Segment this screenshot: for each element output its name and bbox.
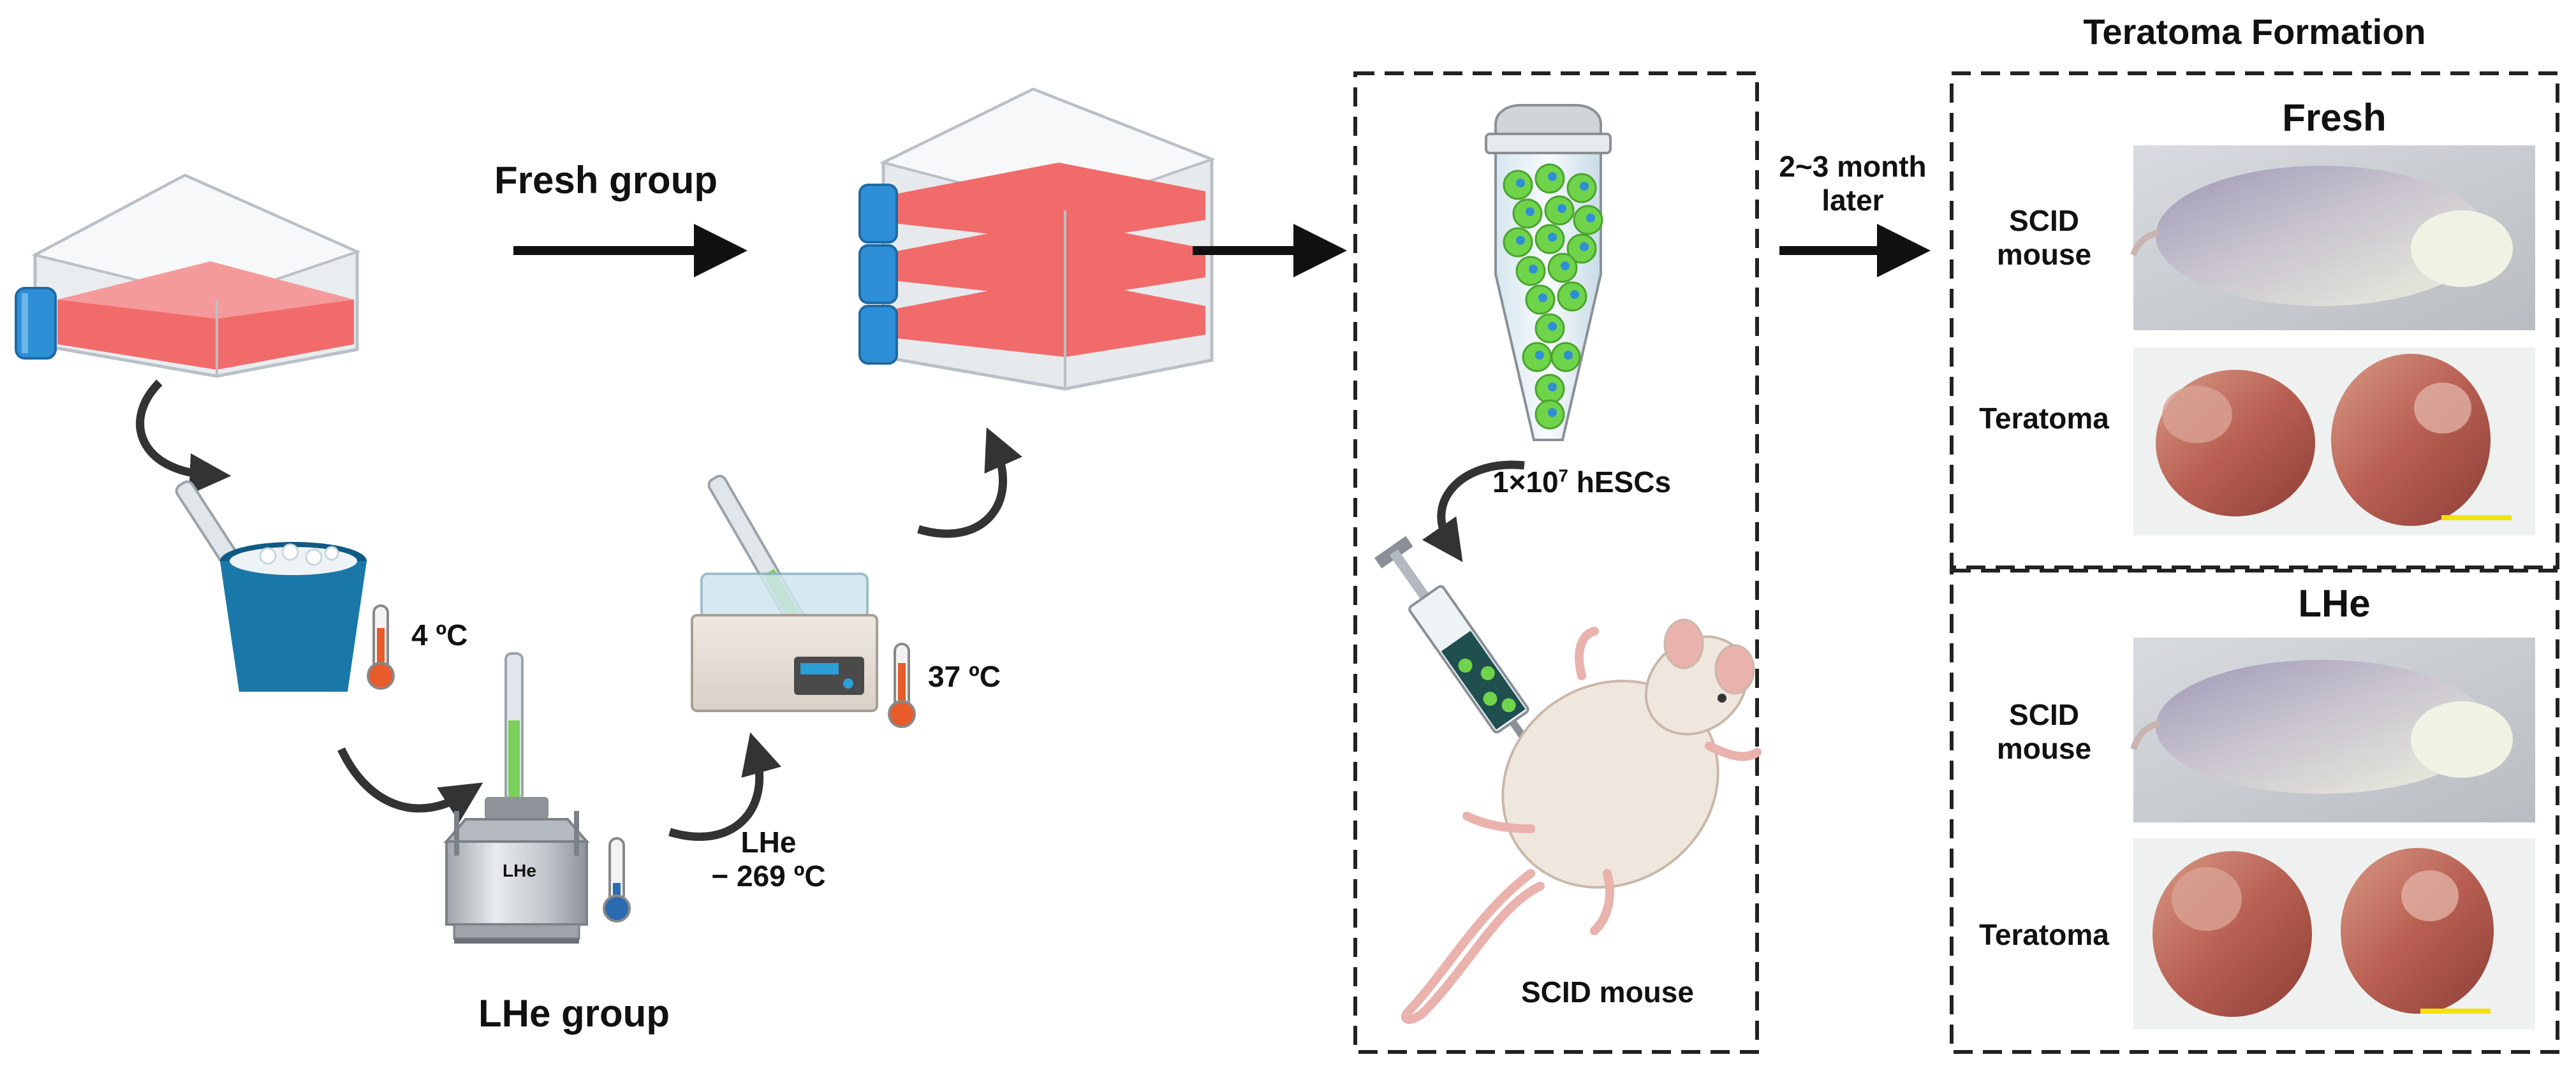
cell-nucleus [1564,351,1573,360]
cell-nucleus [1538,293,1547,302]
cell-count-label: 1×107 hESCs [1492,465,1671,499]
lhe-group-label: LHe group [478,992,670,1035]
fresh-row-scid-line1: SCID [2009,204,2079,237]
cell-nucleus [1548,233,1557,242]
time-label: 2~3 month later [1763,150,1942,217]
syringe-icon [1374,536,1556,784]
lhe-temp-value: − 269 ºC [711,859,826,893]
cell-count-exponent: 7 [1558,465,1568,486]
temp-bath-label: 37 ºC [928,660,1001,693]
time-line-1: 2~3 month [1779,150,1927,183]
cell-nucleus [1516,179,1525,187]
scid-mouse-label: SCID mouse [1521,975,1694,1009]
conical-tube-icon [1485,104,1612,441]
dewar-text: LHe [503,861,536,880]
fresh-row-teratoma-label: Teratoma [1979,402,2109,435]
temp-ice-label: 4 ºC [411,618,468,652]
lhe-row-teratoma-label: Teratoma [1979,918,2109,951]
injection-panel-frame [1353,71,1759,1054]
panel-fresh-title: Fresh [2282,96,2387,139]
fresh-group-label: Fresh group [494,159,718,201]
cell-nucleus [1548,383,1557,391]
cell-nucleus [1580,182,1589,191]
cell-nucleus [1526,207,1535,216]
water-bath-icon [691,474,878,712]
panel-lhe-title: LHe [2298,582,2371,625]
cell-nucleus [1580,242,1589,251]
mouse-icon [1401,618,1762,1024]
lhe-scid-mouse-photo [2130,638,2535,822]
cell-nucleus [1586,214,1595,223]
lhe-temp-name: LHe [740,826,797,859]
lhe-panel-frame [1950,569,2559,1054]
lhe-row-scid-line2: mouse [1996,731,2092,765]
cell-count-base: 1×10 [1492,465,1559,499]
lhe-row-scid-line1: SCID [2009,698,2079,731]
fresh-teratoma-photo [2133,347,2535,536]
cell-cluster [1503,163,1603,430]
lhe-teratoma-photo [2133,838,2535,1030]
dewar-icon [443,652,590,944]
thermometer-icon [367,604,916,923]
time-line-2: later [1822,183,1884,217]
flask-icon [15,173,361,378]
fresh-panel-frame [1950,71,2559,569]
cell-nucleus [1548,408,1557,417]
cell-nucleus [1516,236,1525,245]
cell-nucleus [1570,290,1579,299]
cell-nucleus [1557,204,1566,213]
cell-count-unit: hESCs [1568,465,1672,499]
cell-nucleus [1529,265,1538,274]
cell-nucleus [1548,322,1557,331]
cell-nucleus [1548,172,1557,181]
teratoma-formation-title: Teratoma Formation [2083,11,2426,52]
fresh-scid-mouse-photo [2130,145,2535,330]
ice-bucket-icon [220,542,367,692]
curved-arrow-icon [136,379,1525,841]
cell-nucleus [1535,351,1544,360]
lhe-row-scid-label: SCID mouse [1958,698,2130,766]
fresh-row-scid-line2: mouse [1996,237,2092,271]
multilayer-flask-icon [858,87,1216,391]
fresh-row-scid-label: SCID mouse [1958,204,2130,272]
cell-nucleus [1561,261,1570,270]
lhe-temp-label: LHe − 269 ºC [673,826,864,893]
